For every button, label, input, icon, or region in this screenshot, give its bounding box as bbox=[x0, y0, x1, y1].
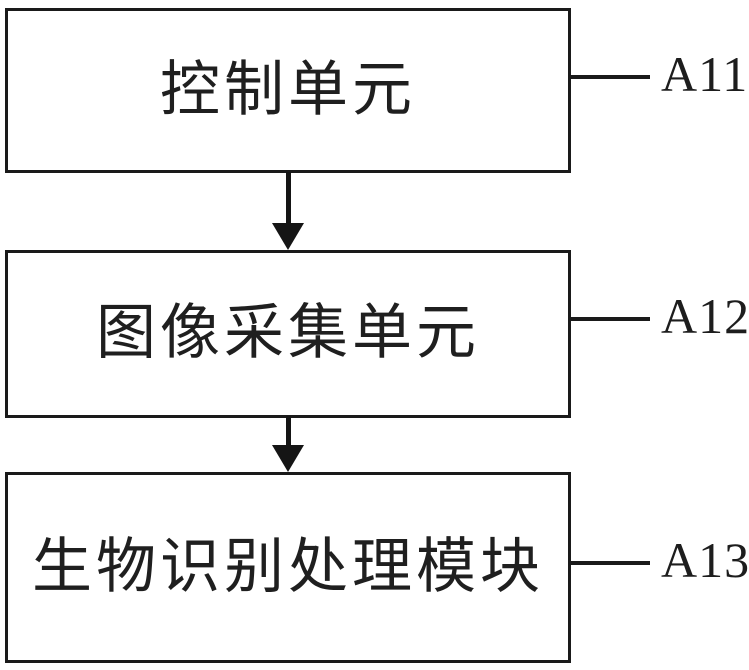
arrow-head-icon bbox=[272, 223, 304, 250]
block-image-capture-unit-label: 图像采集单元 bbox=[96, 298, 480, 369]
reference-numeral-a12: A12 bbox=[661, 288, 749, 344]
block-image-capture-unit: 图像采集单元 bbox=[5, 250, 571, 418]
arrow-head-icon bbox=[272, 445, 304, 472]
leader-line-a11 bbox=[570, 75, 650, 79]
leader-line-a13 bbox=[570, 561, 650, 565]
reference-numeral-a13: A13 bbox=[661, 532, 749, 588]
block-biometric-processing-module: 生物识别处理模块 bbox=[5, 472, 571, 663]
leader-line-a12 bbox=[570, 317, 650, 321]
arrow-stem bbox=[286, 416, 291, 447]
block-control-unit-label: 控制单元 bbox=[160, 54, 416, 125]
block-biometric-processing-module-label: 生物识别处理模块 bbox=[32, 531, 544, 602]
arrow-stem bbox=[286, 172, 291, 225]
block-control-unit: 控制单元 bbox=[5, 8, 571, 173]
reference-numeral-a11: A11 bbox=[661, 46, 749, 102]
